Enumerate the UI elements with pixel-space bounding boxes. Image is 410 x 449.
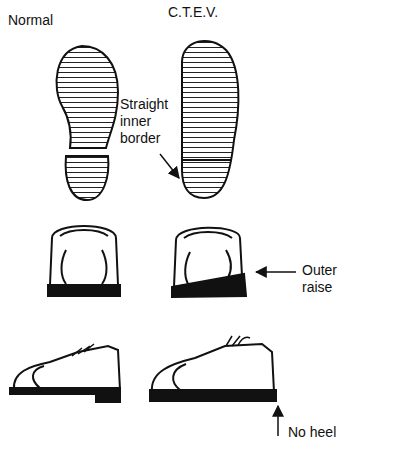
leader-arrow <box>256 271 296 273</box>
ctev-heel-view <box>172 228 246 297</box>
ctev-sole <box>182 41 238 198</box>
callout-label: No heel <box>288 424 336 441</box>
leader-arrow <box>160 154 179 178</box>
ctev-shoe-side <box>150 336 276 401</box>
leader-arrow <box>277 406 279 436</box>
normal-sole <box>57 46 118 200</box>
normal-heel-view <box>48 226 120 296</box>
panel-title: Normal <box>8 12 53 29</box>
callout-label: Straight inner border <box>120 96 178 146</box>
normal-shoe-side <box>10 344 120 402</box>
callout-label: Outer raise <box>302 262 364 296</box>
panel-title: C.T.E.V. <box>168 4 218 21</box>
